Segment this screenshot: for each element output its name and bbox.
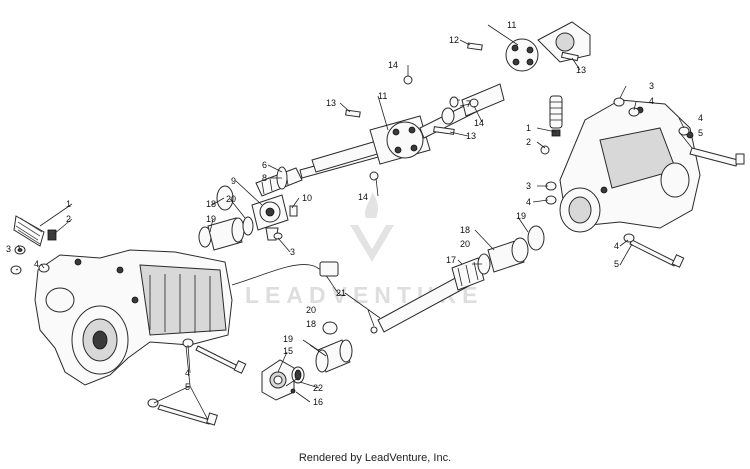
callout-4-front: 4 [34, 259, 39, 269]
callout-13-rear: 13 [576, 65, 586, 75]
callout-20-rear: 20 [460, 239, 470, 249]
callout-1-front: 1 [66, 199, 71, 209]
callout-3-rear-a: 3 [649, 81, 654, 91]
callout-5-rear-b: 5 [614, 259, 619, 269]
callout-19-front-seal: 19 [283, 334, 293, 344]
callout-19-rear: 19 [516, 211, 526, 221]
callout-2-rear: 2 [526, 137, 531, 147]
leader-lines [15, 24, 693, 421]
front-vent-spring [13, 215, 57, 247]
callout-3-prop: 3 [290, 247, 295, 257]
callout-5-front-bolt: 5 [185, 382, 190, 392]
callout-22: 22 [313, 383, 323, 393]
callout-4-rear-c: 4 [698, 113, 703, 123]
watermark-logo [350, 192, 394, 262]
rear-gearcase [559, 99, 701, 233]
callout-1-rear: 1 [526, 123, 531, 133]
callout-20-prop: 20 [226, 194, 236, 204]
callout-19-prop: 19 [206, 214, 216, 224]
callout-15: 15 [283, 346, 293, 356]
rear-vent-spring [549, 95, 563, 137]
callout-4-rear-a: 4 [649, 96, 654, 106]
front-gearcase [34, 249, 346, 386]
front-mount-bolts [147, 338, 247, 426]
callout-4-rear-b: 4 [526, 197, 531, 207]
callout-4-rear-d: 4 [614, 241, 619, 251]
callout-9: 9 [231, 176, 236, 186]
callout-14-mid-b: 14 [474, 118, 484, 128]
callout-18-front-seal: 18 [306, 319, 316, 329]
callout-13-mid: 13 [326, 98, 336, 108]
rear-drive-shaft [370, 257, 485, 334]
callout-3-rear-b: 3 [526, 181, 531, 191]
callout-20-front-seal: 20 [306, 305, 316, 315]
callout-18-rear: 18 [460, 225, 470, 235]
callout-12: 12 [449, 35, 459, 45]
callout-17: 17 [446, 255, 456, 265]
front-boot-group [198, 185, 254, 251]
rear-mount-hardware [540, 97, 745, 268]
callout-11-rear: 11 [507, 20, 516, 30]
callout-10: 10 [302, 193, 312, 203]
callout-14-mid-c: 14 [358, 192, 368, 202]
callout-6: 6 [262, 160, 267, 170]
rear-boot-group [477, 225, 545, 275]
callout-5-rear-a: 5 [698, 128, 703, 138]
callout-16: 16 [313, 397, 323, 407]
footer-credit: Rendered by LeadVenture, Inc. [298, 452, 452, 464]
callout-14-mid-a: 14 [388, 60, 398, 70]
rear-coupler [467, 21, 591, 72]
callout-labels: 1 2 3 4 4 5 19 15 20 18 22 16 18 19 20 9… [6, 20, 703, 407]
callout-4-front-bolt: 4 [185, 368, 190, 378]
callout-8: 8 [262, 173, 267, 183]
callout-21: 21 [336, 288, 346, 298]
callout-18-prop: 18 [206, 199, 216, 209]
callout-2-front: 2 [66, 214, 71, 224]
callout-13-mid-b: 13 [466, 131, 476, 141]
callout-7: 7 [466, 99, 471, 109]
callout-3-front: 3 [6, 244, 11, 254]
callout-11-mid: 11 [378, 91, 387, 101]
mid-prop-shaft [311, 75, 505, 181]
front-seal-assembly [261, 321, 353, 401]
